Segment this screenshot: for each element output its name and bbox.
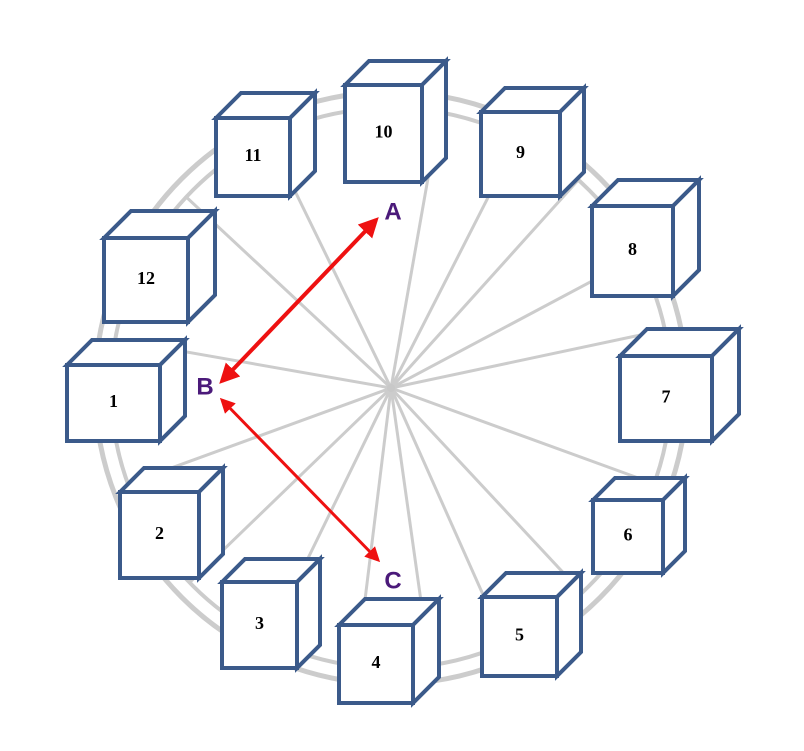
- cube-label: 5: [515, 625, 524, 645]
- cube-label: 6: [624, 525, 633, 545]
- cube-side-face: [420, 56, 448, 187]
- cube-10: 10: [340, 56, 451, 187]
- wheel-hub: [387, 384, 395, 392]
- cube-front-face: [590, 204, 675, 298]
- cube-front-face: [618, 354, 714, 443]
- cube-front-face: [118, 490, 201, 580]
- cube-front-face: [102, 236, 190, 324]
- arrows: [219, 217, 381, 563]
- cube-front-face: [220, 580, 299, 670]
- cube-label: 9: [516, 142, 525, 162]
- cube-label: 1: [109, 391, 118, 411]
- cube-front-face: [591, 498, 665, 575]
- wheel-spoke: [389, 386, 584, 594]
- cube-label: 7: [662, 387, 671, 407]
- cube-front-face: [337, 623, 415, 705]
- arrow-b-to-c: [219, 397, 381, 563]
- cube-front-face: [479, 110, 562, 198]
- cube-4: 4: [334, 594, 444, 708]
- point-label-a: A: [384, 198, 401, 225]
- point-label-c: C: [384, 567, 401, 594]
- cube-front-face: [480, 595, 559, 678]
- cube-front-face: [65, 363, 162, 443]
- wheel-spoke: [389, 178, 580, 390]
- cube-6: 6: [588, 473, 690, 578]
- cube-2: 2: [115, 463, 228, 583]
- point-labels: A B C: [196, 198, 401, 594]
- wheel-spoke: [390, 386, 655, 486]
- cube-5: 5: [477, 568, 586, 681]
- cube-label: 4: [372, 652, 381, 672]
- cube-label: 3: [255, 613, 264, 633]
- cube-label: 12: [137, 268, 155, 288]
- wheel-spoke: [390, 328, 666, 390]
- cube-front-face: [214, 116, 292, 198]
- cube-front-face: [343, 83, 424, 184]
- cube-9: 9: [476, 83, 589, 201]
- cube-label: 8: [628, 239, 637, 259]
- cube-label: 11: [244, 145, 261, 165]
- cube-1: 1: [62, 335, 190, 446]
- cube-8: 8: [587, 175, 704, 301]
- arrow-b-to-a: [219, 217, 379, 384]
- cube-11: 11: [211, 88, 320, 201]
- cube-7: 7: [615, 324, 744, 446]
- cube-label: 2: [155, 523, 164, 543]
- point-label-b: B: [196, 373, 213, 400]
- cube-label: 10: [375, 122, 393, 142]
- cube-3: 3: [217, 554, 325, 673]
- cube-12: 12: [99, 206, 220, 327]
